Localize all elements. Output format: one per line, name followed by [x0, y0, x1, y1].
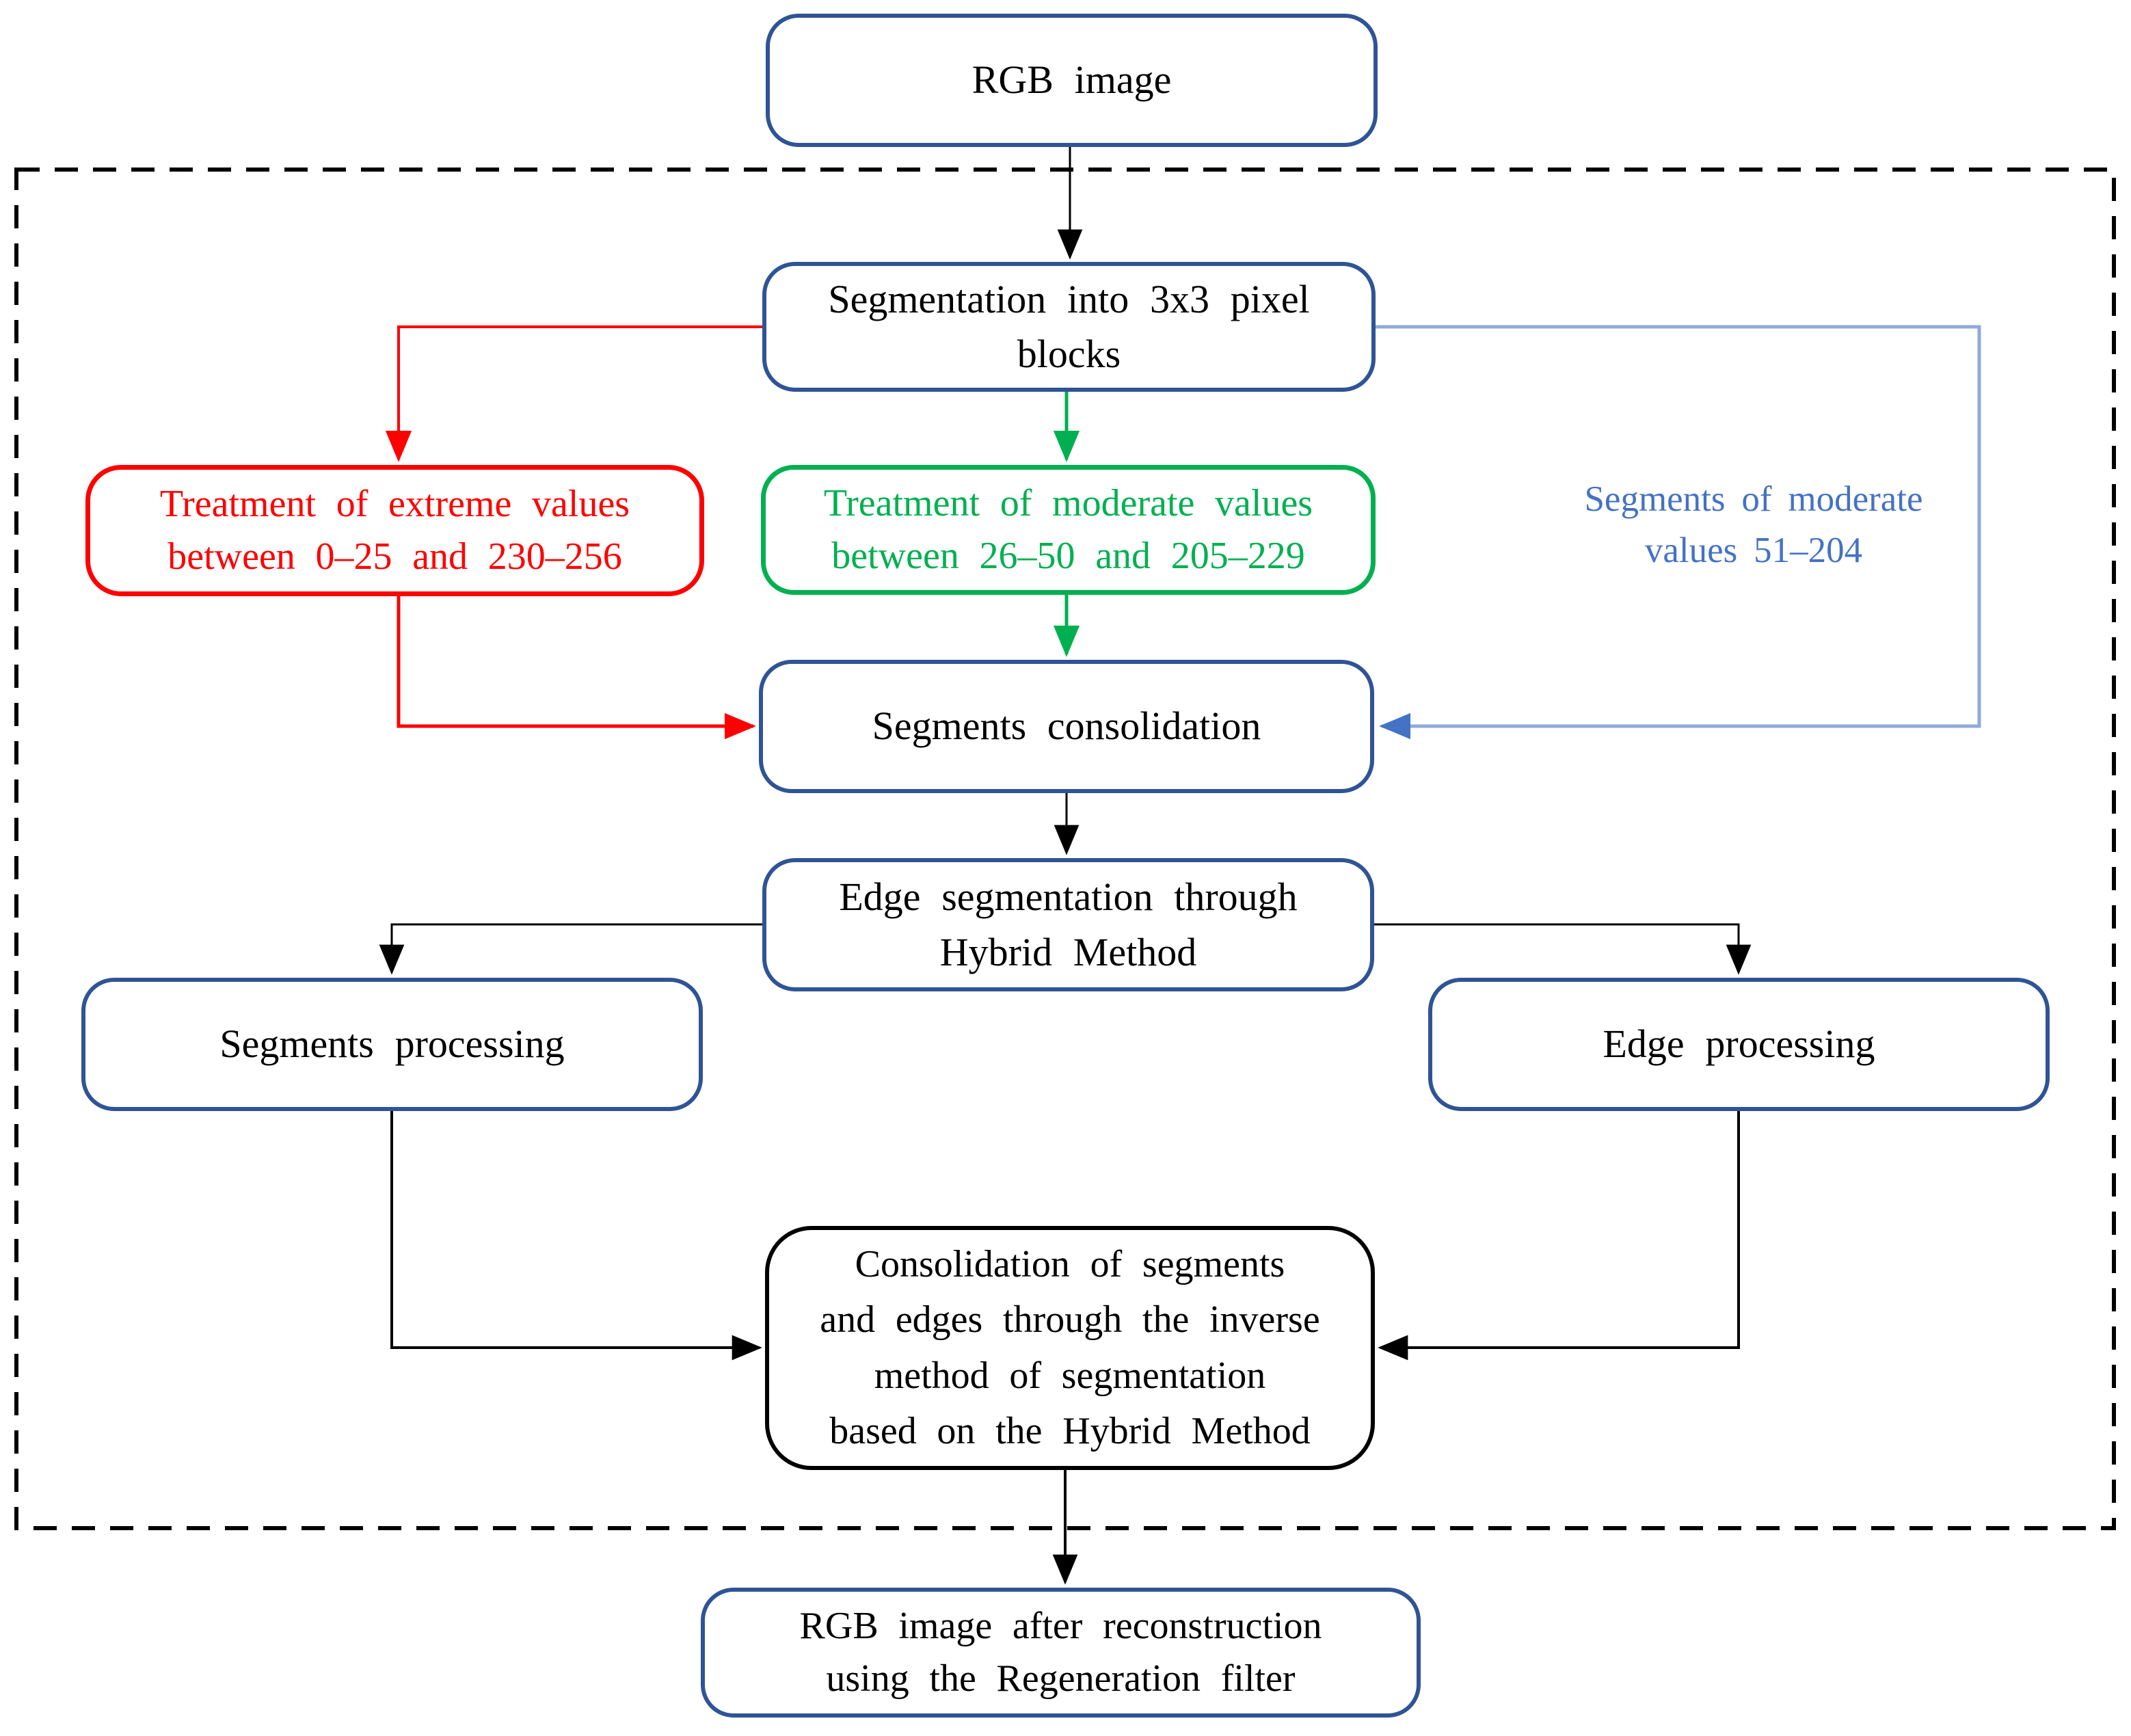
- node-treatment-extreme-label: Treatment of extreme values between 0–25…: [159, 482, 630, 578]
- node-rgb-output-label: RGB image after reconstruction using the…: [799, 1604, 1322, 1700]
- node-treatment-moderate-label: Treatment of moderate values between 26–…: [823, 481, 1313, 577]
- node-edge-processing-label: Edge processing: [1603, 1021, 1875, 1067]
- label-segments-moderate-text: Segments of moderate values 51–204: [1584, 479, 1923, 570]
- node-segmentation-label: Segmentation into 3x3 pixel blocks: [828, 276, 1310, 376]
- node-treatment-moderate: Treatment of moderate values between 26–…: [761, 465, 1376, 595]
- label-segments-moderate: Segments of moderate values 51–204: [1552, 470, 1955, 580]
- node-segments-consolidation-label: Segments consolidation: [872, 704, 1261, 749]
- node-segments-processing-label: Segments processing: [219, 1021, 565, 1067]
- connector-segmentation-bypass-to-consolidation: [1376, 325, 1981, 740]
- node-rgb-image: RGB image: [766, 14, 1378, 147]
- node-edge-processing: Edge processing: [1428, 978, 2050, 1111]
- connector-edge-segmentation-to-segments-processing: [379, 923, 762, 975]
- node-final-consolidation: Consolidation of segments and edges thro…: [765, 1226, 1375, 1470]
- node-edge-segmentation-label: Edge segmentation through Hybrid Method: [839, 874, 1298, 974]
- connector-edge-processing-to-final-consolidation: [1378, 1111, 1740, 1361]
- node-rgb-output: RGB image after reconstruction using the…: [701, 1588, 1421, 1718]
- connector-edge-segmentation-to-edge-processing: [1374, 923, 1752, 975]
- node-segmentation: Segmentation into 3x3 pixel blocks: [762, 262, 1376, 392]
- node-treatment-extreme: Treatment of extreme values between 0–25…: [85, 465, 704, 596]
- connector-segments-processing-to-final-consolidation: [390, 1111, 762, 1361]
- node-segments-consolidation: Segments consolidation: [759, 660, 1374, 793]
- node-edge-segmentation: Edge segmentation through Hybrid Method: [762, 858, 1374, 991]
- node-segments-processing: Segments processing: [81, 978, 703, 1111]
- node-final-consolidation-label: Consolidation of segments and edges thro…: [820, 1243, 1320, 1452]
- dashed-boundary: [14, 168, 2116, 1530]
- node-rgb-image-label: RGB image: [971, 57, 1172, 103]
- connector-segmentation-to-treatment-extreme: [385, 325, 762, 462]
- connector-treatment-extreme-to-consolidation: [397, 596, 756, 740]
